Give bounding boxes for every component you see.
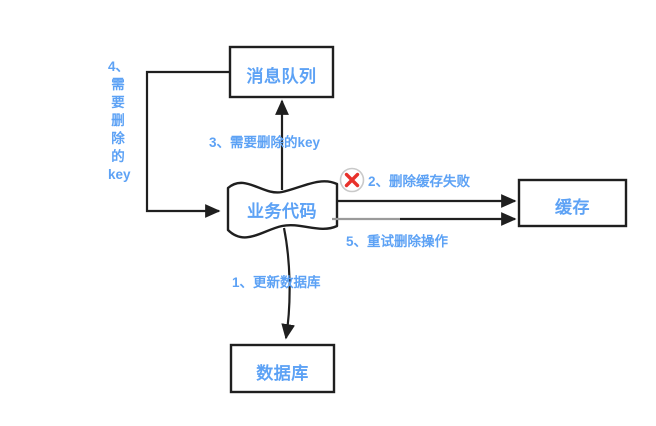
edge-label-4-char: 删: [111, 113, 125, 128]
edge-label-4-char: 的: [111, 149, 125, 164]
node-cache[interactable]: [517, 178, 628, 228]
node-business-code[interactable]: [226, 180, 339, 239]
node-database[interactable]: [229, 343, 336, 394]
edge-label-4-char: key: [108, 167, 131, 182]
node-label-business-code: 业务代码: [247, 202, 317, 221]
edge-label-4-vertical: 4、需要删除的 key: [108, 58, 131, 184]
node-label-database: 数据库: [256, 364, 309, 383]
edge-label-4-char: 除: [111, 131, 125, 146]
node-label-message-queue: 消息队列: [246, 67, 317, 86]
edge-4-line: [145, 70, 230, 218]
error-x-circle-icon: [339, 167, 365, 193]
edge-label-4-char: 4、: [108, 59, 130, 74]
edge-label-4-char: 需: [111, 77, 125, 92]
edge-label-1: 1、更新数据库: [232, 275, 321, 290]
edge-label-3: 3、需要删除的key: [209, 135, 321, 150]
edge-label-4-char: 要: [111, 95, 125, 110]
edge-label-2: 2、删除缓存失败: [368, 174, 471, 189]
edge-1-line: [281, 227, 296, 340]
node-label-cache: 缓存: [555, 198, 590, 217]
edge-label-5: 5、重试删除操作: [346, 234, 449, 249]
